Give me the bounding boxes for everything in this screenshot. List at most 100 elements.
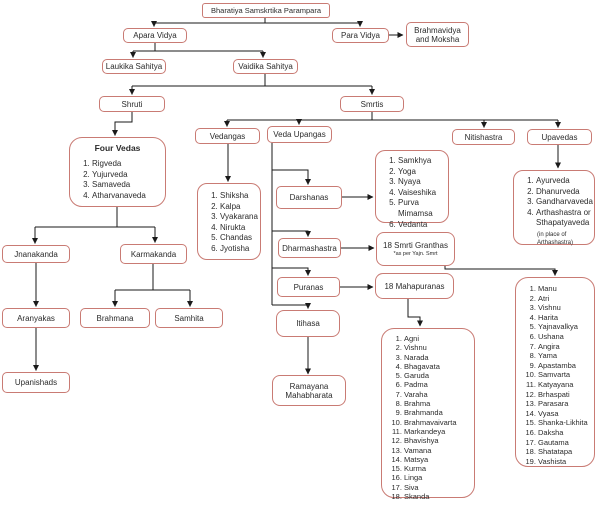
list-item: Daksha [538,428,591,438]
list-item: Shiksha [220,191,257,202]
list-item: Brahmanda [404,408,471,417]
list-item: Samvarta [538,370,591,380]
node-ramayana-mahabharata: Ramayana Mahabharata [272,375,346,406]
list-item: Vamana [404,446,471,455]
node-apara-vidya: Apara Vidya [123,28,187,43]
list-item: Brhaspati [538,390,591,400]
smrti-granthas-items: ManuAtriVishnuHaritaYajnavalkyaUshanaAng… [519,284,591,466]
upavedas-items: AyurvedaDhanurvedaGandharvavedaArthashas… [517,176,593,229]
connector-karmakanda-split [115,264,190,291]
list-item: Garuda [404,371,471,380]
list-item: Bhagavata [404,362,471,371]
list-mahapuranas: AgniVishnuNaradaBhagavataGarudaPadmaVara… [381,328,475,501]
list-item: Ayurveda [536,176,591,187]
node-upavedas: Upavedas [527,129,592,145]
list-item: Harita [538,313,591,323]
mahapuranas-items: AgniVishnuNaradaBhagavataGarudaPadmaVara… [385,334,471,501]
list-item: Apastamba [538,361,591,371]
list-item: Gandharvaveda [536,197,593,208]
list-item: Vashista [538,457,591,467]
list-item: Rigveda [92,159,162,170]
node-laukika-sahitya: Laukika Sahitya [102,59,166,74]
list-item: Linga [404,473,471,482]
list-item: Yama [538,351,591,361]
list-item: Shatatapa [538,447,591,457]
smrti-granthas-note: *as per Yajn. Smrt [393,250,438,257]
node-jnanakanda: Jnanakanda [2,245,70,263]
list-item: Narada [404,353,471,362]
node-samhita: Samhita [155,308,223,328]
list-item: Yajnavalkya [538,322,591,332]
node-para-vidya: Para Vidya [332,28,389,43]
connector-fourvedas-split [35,207,155,228]
list-item: Varaha [404,390,471,399]
connector-granthas-smrtilist [444,266,558,276]
connector-shruti-fourvedas [112,112,133,136]
list-item: Matsya [404,455,471,464]
list-item: Vishnu [538,303,591,313]
list-item: Angira [538,342,591,352]
list-item: Padma [404,380,471,389]
list-item: Dhanurveda [536,187,591,198]
list-item: Vyasa [538,409,591,419]
list-item: Jyotisha [220,244,257,255]
list-item: Siva [404,483,471,492]
list-item: Brahma [404,399,471,408]
vedangas-items: ShikshaKalpaVyakaranaNiruktaChandasJyoti… [201,191,258,255]
connector-vaidika-split [132,74,372,87]
node-brahmana: Brahmana [80,308,150,328]
node-puranas: Puranas [277,277,340,297]
list-item: Samaveda [92,180,162,191]
node-vaidika-sahitya: Vaidika Sahitya [233,59,298,74]
list-item: Nyaya [398,177,445,188]
node-shruti: Shruti [99,96,165,112]
list-item: Yujurveda [92,170,162,181]
list-item: Brahmavaivarta [404,418,471,427]
node-dharmashastra: Dharmashastra [278,238,341,258]
node-brahmavidya-moksha: Brahmavidya and Moksha [406,22,469,47]
list-item: Purva Mimamsa [398,198,445,219]
list-item: Nirukta [220,223,257,234]
node-mahapuranas: 18 Mahapuranas [375,273,454,299]
list-item: Shanka-Likhita [538,418,591,428]
node-upanishads: Upanishads [2,372,70,393]
list-four-vedas: Four Vedas RigvedaYujurvedaSamavedaAthar… [69,137,166,207]
list-item: Parasara [538,399,591,409]
list-darshanas: SamkhyaYogaNyayaVaiseshikaPurva MimamsaV… [375,150,449,229]
node-aranyakas: Aranyakas [2,308,70,328]
list-item: Vedanta [398,220,445,231]
connector-vedaupangas-darshanas [272,169,311,185]
connector-vedaupangas-itihasa [272,303,311,309]
node-vedangas: Vedangas [195,128,260,144]
upavedas-note: (in place of Arthashastra) [537,231,574,246]
connector-mahapuranas-list [407,299,423,327]
list-item: Gautama [538,438,591,448]
list-item: Yoga [398,167,445,178]
node-root: Bharatiya Samskrtika Parampara [202,3,330,18]
list-item: Vyakarana [220,212,258,223]
list-item: Samkhya [398,156,445,167]
connector-apara-split [133,43,263,52]
list-upavedas: AyurvedaDhanurvedaGandharvavedaArthashas… [513,170,595,246]
list-item: Ushana [538,332,591,342]
list-item: Bhavishya [404,436,471,445]
node-itihasa: Itihasa [276,310,340,337]
list-item: Chandas [220,233,257,244]
list-item: Atri [538,294,591,304]
node-smrti-granthas: 18 Smrti Granthas *as per Yajn. Smrt [376,232,455,266]
node-veda-upangas: Veda Upangas [267,126,332,143]
list-vedangas: ShikshaKalpaVyakaranaNiruktaChandasJyoti… [197,183,261,260]
list-item: Atharvanaveda [92,191,162,202]
connector-smrtis-split [227,112,558,121]
list-item: Katyayana [538,380,591,390]
darshanas-items: SamkhyaYogaNyayaVaiseshikaPurva MimamsaV… [379,156,445,230]
list-title-four-vedas: Four Vedas [94,143,141,153]
list-item: Manu [538,284,591,294]
list-item: Kurma [404,464,471,473]
node-smrtis: Smrtis [340,96,404,112]
list-item: Agni [404,334,471,343]
connector-vedaupangas-dharmashastra [272,230,311,237]
list-item: Markandeya [404,427,471,436]
list-smrti-granthas: ManuAtriVishnuHaritaYajnavalkyaUshanaAng… [515,277,595,467]
